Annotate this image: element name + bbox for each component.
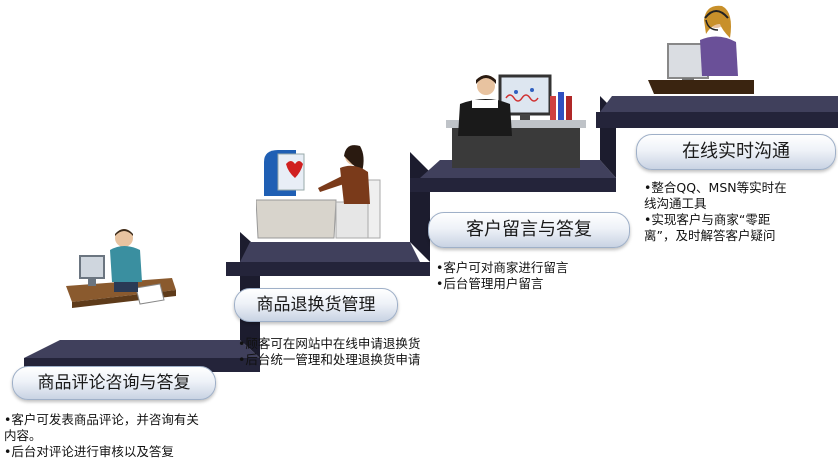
step-1-bullet-1: •客户可发表商品评论，并咨询有关: [4, 412, 199, 427]
woman-at-computer-icon: [256, 145, 381, 239]
step-4-bullet-4: 离”，及时解答客户疑问: [644, 228, 776, 243]
stair-step-4-top: [600, 96, 838, 112]
step-3-bullet-2: •后台管理用户留言: [436, 276, 544, 291]
stair-step-2-top: [240, 242, 420, 262]
stair-step-1-top: [24, 340, 260, 358]
headset-operator-icon: [648, 5, 754, 94]
step-4-bullet-1: •整合QQ、MSN等实时在: [644, 180, 787, 195]
step-1-bullets: •客户可发表商品评论，并咨询有关 内容。 •后台对评论进行审核以及答复: [4, 412, 199, 460]
stair-step-4-front: [596, 112, 838, 128]
step-1-title: 商品评论咨询与答复: [12, 366, 216, 400]
stair-step-3-front: [410, 178, 616, 192]
step-1-bullet-3: •后台对评论进行审核以及答复: [4, 444, 174, 459]
step-3-bullet-1: •客户可对商家进行留言: [436, 260, 569, 275]
step-2-bullet-1: •顾客可在网站中在线申请退换货: [238, 336, 421, 351]
step-4-bullet-3: •实现客户与商家“零距: [644, 212, 771, 227]
step-4-title: 在线实时沟通: [636, 134, 836, 170]
person-at-desk-icon: [66, 229, 176, 308]
step-3-bullets: •客户可对商家进行留言 •后台管理用户留言: [436, 260, 568, 292]
man-at-monitor-icon: [446, 74, 586, 168]
step-3-title: 客户留言与答复: [428, 212, 630, 248]
step-2-bullets: •顾客可在网站中在线申请退换货 •后台统一管理和处理退换货申请: [238, 336, 420, 368]
step-4-bullet-2: 线沟通工具: [644, 196, 707, 211]
step-1-bullet-2: 内容。: [4, 428, 42, 443]
step-2-bullet-2: •后台统一管理和处理退换货申请: [238, 352, 421, 367]
step-4-bullets: •整合QQ、MSN等实时在 线沟通工具 •实现客户与商家“零距 离”，及时解答客…: [644, 180, 787, 244]
stair-riser-2: [410, 152, 430, 262]
stair-step-2-front: [226, 262, 430, 276]
step-2-title: 商品退换货管理: [234, 288, 398, 322]
